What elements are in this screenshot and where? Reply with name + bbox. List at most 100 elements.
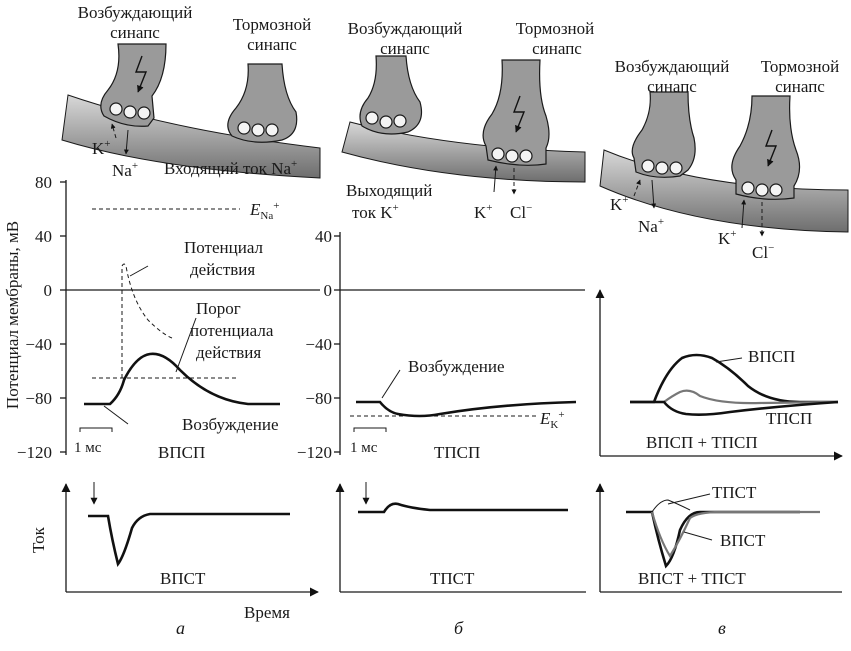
tick-label: −40 xyxy=(25,335,52,354)
ipsc-pointer xyxy=(667,493,711,505)
excitatory-label-line1: Возбуждающий xyxy=(348,19,463,38)
inhibitory-label-line2: синапс xyxy=(532,39,582,58)
vesicle xyxy=(741,181,755,195)
tick-label: −80 xyxy=(305,389,332,408)
k-efflux-arrow xyxy=(493,165,499,193)
epsc-trace xyxy=(88,512,290,567)
vesicle xyxy=(769,183,783,197)
k-efflux-arrow xyxy=(741,199,747,229)
excitatory-label-line2: синапс xyxy=(380,39,430,58)
ion-k2-label: K+ xyxy=(718,228,737,248)
current-axis-label: Ток xyxy=(29,526,48,553)
excitatory-label-line2: синапс xyxy=(647,77,697,96)
threshold-label-line3: действия xyxy=(196,343,261,362)
ion-cl-label: Cl− xyxy=(752,242,774,262)
vesicle xyxy=(519,149,533,163)
na-influx-arrow xyxy=(123,129,129,155)
panel-b: Возбуждающий синапс Тормозной синапс Вых… xyxy=(297,19,594,638)
potential-name-c: ВПСП + ТПСП xyxy=(646,433,758,452)
panel-letter-a: а xyxy=(176,618,185,638)
vesicle xyxy=(123,105,137,119)
combined-curve-c xyxy=(630,389,839,405)
tick-label: −80 xyxy=(25,389,52,408)
vesicle xyxy=(393,114,407,128)
excite-pointer xyxy=(103,405,129,425)
excitatory-terminal-c xyxy=(631,91,696,178)
excite-label-b: Возбуждение xyxy=(408,357,505,376)
vesicle xyxy=(655,161,669,175)
tick-label: 0 xyxy=(324,281,333,300)
lightning-icon xyxy=(512,95,526,133)
tick-label: −120 xyxy=(17,443,52,462)
threshold-label-line2: потенциала xyxy=(190,321,274,340)
inhibitory-label-line2: синапс xyxy=(775,77,825,96)
inhibitory-label-line2: синапс xyxy=(247,35,297,54)
ion-na-label: Na+ xyxy=(638,216,664,236)
panel-c: Возбуждающий синапс Тормозной синапс K+ … xyxy=(595,57,849,638)
vesicle xyxy=(265,123,279,137)
lightning-icon xyxy=(134,55,148,93)
tick-label: 40 xyxy=(315,227,332,246)
ipsc-trace xyxy=(358,502,568,514)
vesicle xyxy=(109,102,123,116)
threshold-label-line1: Порог xyxy=(196,299,241,318)
epsc-trace-c xyxy=(626,510,800,569)
inhibitory-label-line1: Тормозной xyxy=(516,19,595,38)
inhibitory-label-line1: Тормозной xyxy=(761,57,840,76)
ion-k-label: K+ xyxy=(92,138,111,158)
scale-bar-b xyxy=(353,427,387,432)
threshold-pointer xyxy=(175,317,197,373)
epsp-curve-c xyxy=(630,353,838,404)
excitatory-label-line2: синапс xyxy=(110,23,160,42)
ap-pointer xyxy=(129,265,149,277)
membrane-b xyxy=(341,121,586,183)
epsp-label-c: ВПСП xyxy=(748,347,795,366)
ipsp-label-c: ТПСП xyxy=(766,409,812,428)
vesicle xyxy=(237,121,251,135)
k-efflux-arrow xyxy=(110,123,117,139)
ion-k-label: K+ xyxy=(474,202,493,222)
vesicle xyxy=(491,147,505,161)
ion-k-label: K+ xyxy=(610,194,629,214)
current-out-line2: ток K+ xyxy=(352,202,399,222)
tick-label: 40 xyxy=(35,227,52,246)
epsp-pointer xyxy=(715,357,743,363)
tick-marks-a xyxy=(60,181,66,453)
inhibitory-terminal-c xyxy=(731,95,801,200)
vesicle xyxy=(137,106,151,120)
lightning-icon xyxy=(764,129,778,167)
e-k-label: EK+ xyxy=(539,409,565,431)
tick-label: −40 xyxy=(305,335,332,354)
tick-label: −120 xyxy=(297,443,332,462)
epsc-pointer xyxy=(683,531,713,541)
ion-na-label: Na+ xyxy=(112,160,138,180)
vesicle xyxy=(755,183,769,197)
ap-label-line2: действия xyxy=(190,260,255,279)
excite-pointer xyxy=(381,369,401,399)
vesicle xyxy=(251,123,265,137)
current-name-c: ВПСТ + ТПСТ xyxy=(638,569,746,588)
epsc-label-c: ВПСТ xyxy=(720,531,766,550)
excitatory-label-line1: Возбуждающий xyxy=(78,3,193,22)
ap-label-line1: Потенциал xyxy=(184,238,264,257)
current-name-b: ТПСТ xyxy=(430,569,475,588)
ipsp-curve-b xyxy=(356,400,577,418)
y-axis-label: Потенциал мембраны, мВ xyxy=(3,221,22,409)
vesicle xyxy=(669,161,683,175)
action-potential-trace xyxy=(121,263,173,378)
vesicle xyxy=(379,115,393,129)
vesicle xyxy=(505,149,519,163)
ipsc-trace-c xyxy=(651,499,691,513)
excitatory-label-line1: Возбуждающий xyxy=(615,57,730,76)
panel-a: Возбуждающий синапс Тормозной синапс K+ … xyxy=(3,3,321,638)
tick-label: 0 xyxy=(44,281,53,300)
current-name-a: ВПСТ xyxy=(160,569,206,588)
combined-current-trace-c xyxy=(650,510,820,559)
panel-letter-b: б xyxy=(454,618,464,638)
e-na-label: ENa+ xyxy=(249,200,279,222)
scale-label-b: 1 мс xyxy=(350,440,378,456)
scale-bar-a xyxy=(79,427,113,432)
inhibitory-label-line1: Тормозной xyxy=(233,15,312,34)
epsp-curve-a xyxy=(84,352,280,406)
